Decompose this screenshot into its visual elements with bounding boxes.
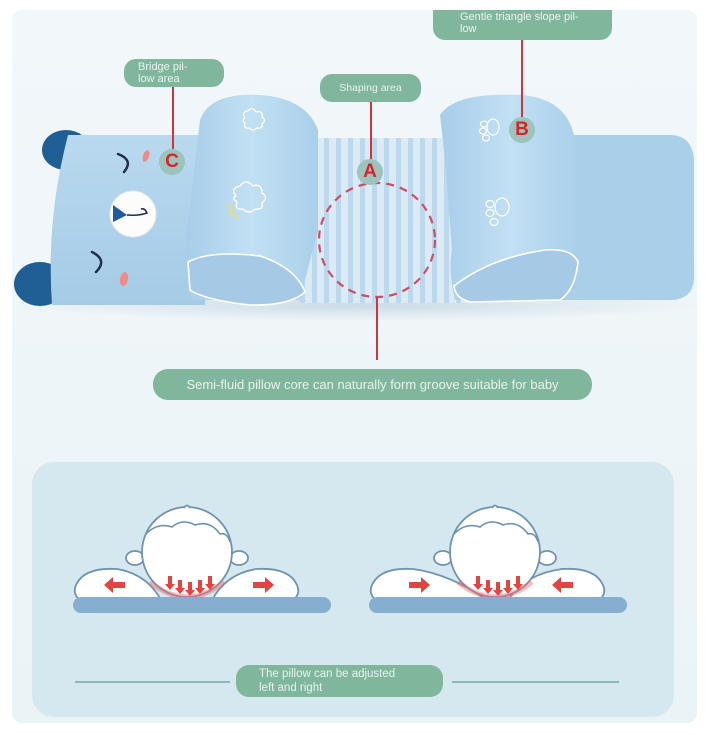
diagram-spread: [73, 504, 331, 613]
divider-right: [452, 681, 619, 683]
marker-b: B: [509, 117, 535, 143]
arrow-left-icon: [104, 577, 125, 593]
label-shaping-area: Shaping area: [320, 74, 421, 102]
diagram-squeeze: [369, 504, 627, 613]
bear-eye-bottom: [90, 250, 103, 274]
arrow-left-icon: [552, 577, 573, 593]
adjustment-panel: The pillow can be adjusted left and righ…: [32, 462, 674, 717]
leader-line-b: [521, 40, 523, 117]
bridge-roll: [184, 94, 318, 300]
bear-eye-top: [116, 152, 130, 174]
bear-muzzle: [109, 190, 157, 238]
label-gentle-triangle-slope-pillow: Gentle triangle slope pil- low: [433, 10, 612, 40]
caption-semi-fluid-core: Semi-fluid pillow core can naturally for…: [153, 369, 592, 400]
product-card: Bridge pil- low area C Shaping area A Ge…: [12, 10, 697, 723]
arrow-right-icon: [253, 577, 274, 593]
pillow-illustration: [14, 94, 697, 360]
triangle-roll: [440, 94, 580, 301]
paw-embroidery-top: [478, 118, 500, 142]
leader-line-c: [172, 87, 174, 149]
caption-adjustable: The pillow can be adjusted left and righ…: [236, 665, 443, 697]
adjustment-diagrams: [73, 504, 627, 613]
marker-a: A: [357, 159, 383, 185]
arrow-right-icon: [409, 577, 430, 593]
divider-left: [75, 681, 230, 683]
leader-line-a: [370, 102, 372, 160]
paw-embroidery-bottom: [485, 197, 510, 227]
marker-c: C: [159, 149, 185, 175]
label-bridge-pillow-area: Bridge pil- low area: [124, 59, 224, 87]
